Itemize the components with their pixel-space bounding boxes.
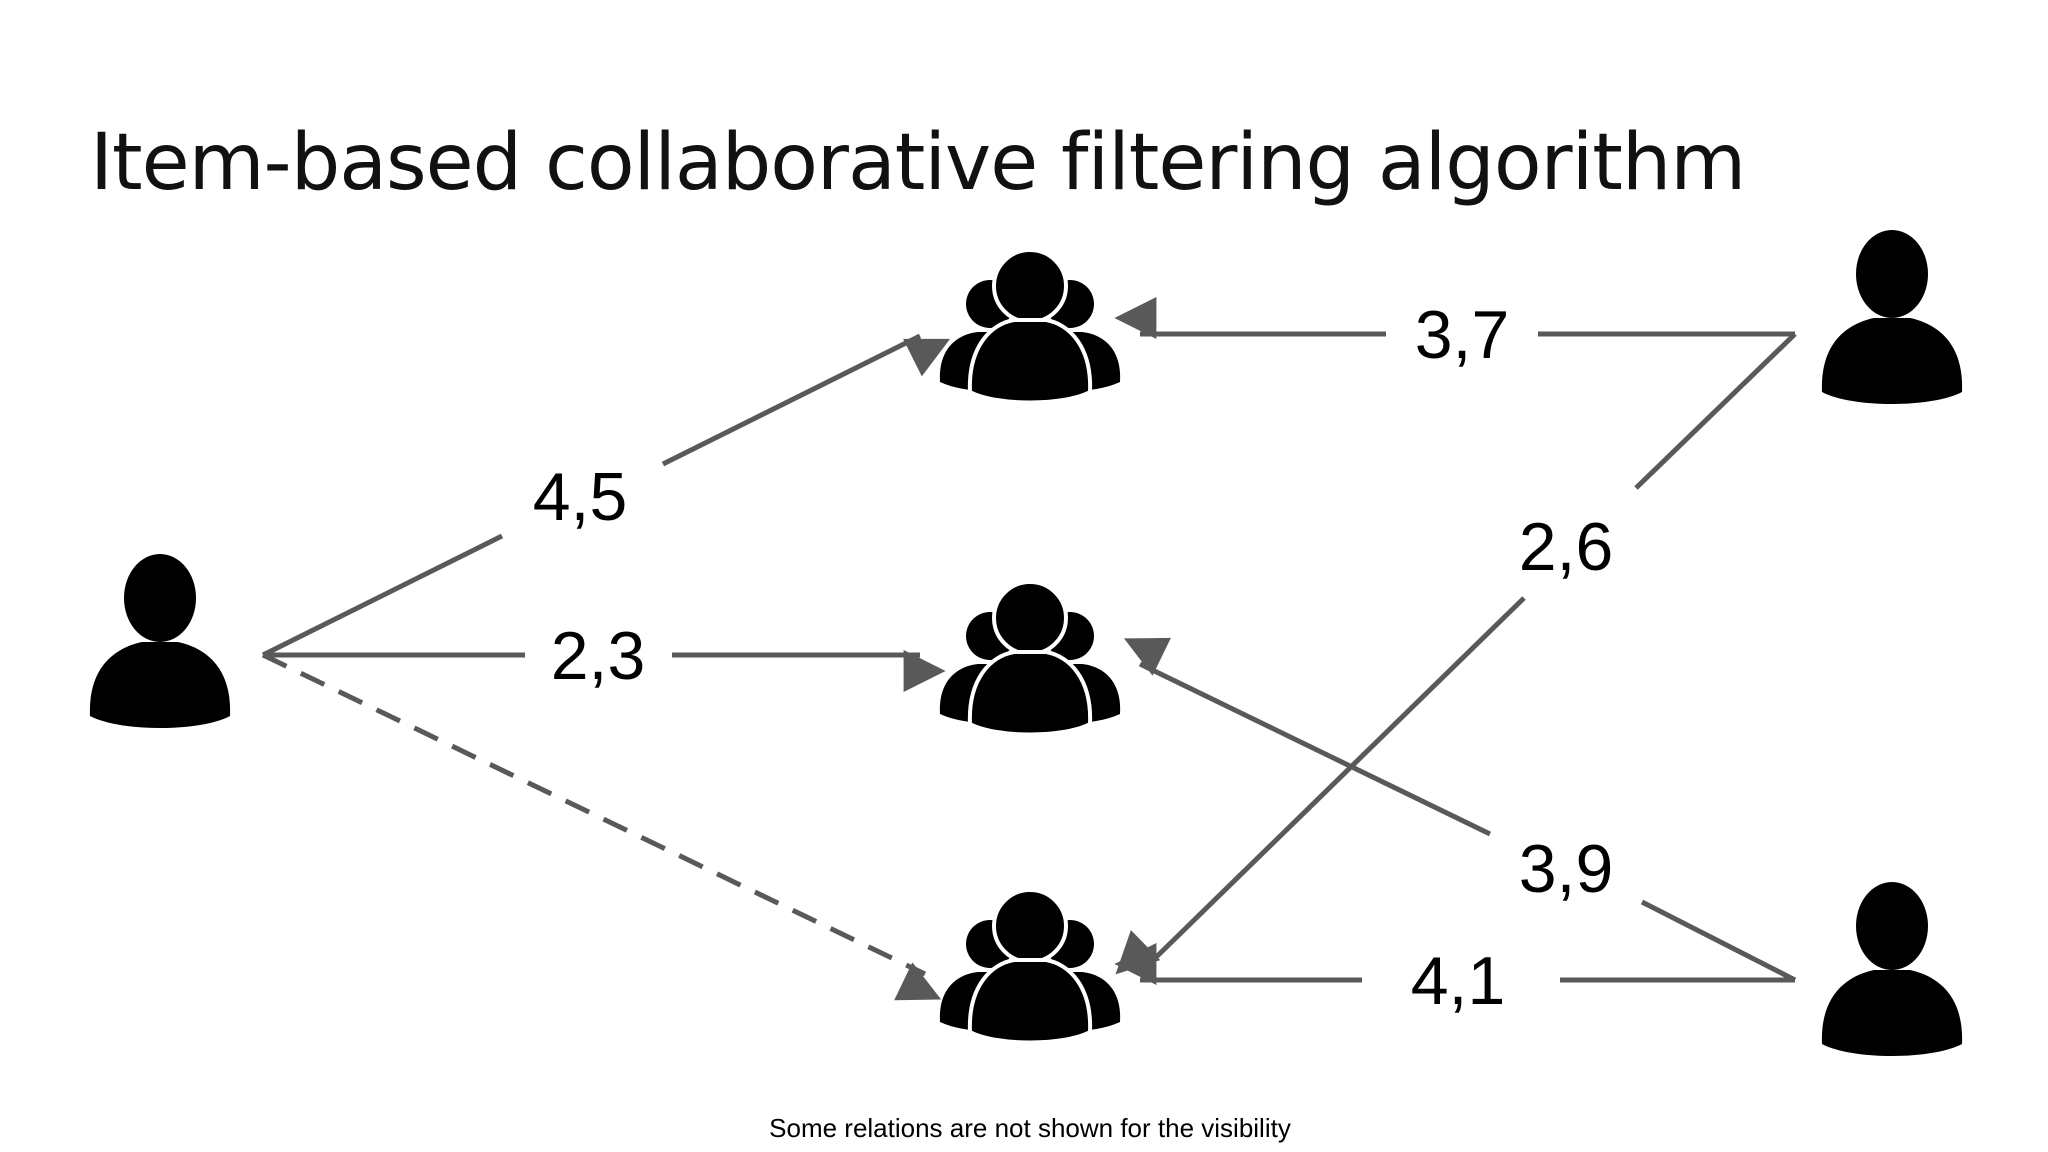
group-icon	[937, 888, 1123, 1045]
group-icon	[937, 248, 1123, 405]
edges: 4,5 2,3 3,7 2,6 3,9 4,1	[261, 297, 1797, 1019]
edge-label-bottomright-to-item-middle: 3,9	[1519, 831, 1614, 907]
edge-bottomright-to-item-middle-arrow	[1123, 637, 1492, 837]
group-icon	[937, 580, 1123, 737]
person-icon	[1821, 230, 1963, 404]
slide-title: Item-based collaborative filtering algor…	[90, 118, 1746, 208]
person-icon	[1821, 882, 1963, 1056]
edge-target-to-item-bottom	[261, 652, 942, 1001]
edge-label-topright-to-item-bottom: 2,6	[1519, 509, 1614, 585]
edge-label-bottomright-to-item-bottom: 4,1	[1411, 943, 1506, 1019]
edge-label-topright-to-item-top: 3,7	[1415, 297, 1510, 373]
footnote: Some relations are not shown for the vis…	[769, 1113, 1291, 1143]
person-icon	[89, 554, 231, 728]
edge-topright-to-item-bottom-arrow	[1115, 596, 1526, 975]
edge-label-target-to-item-top: 4,5	[533, 459, 628, 535]
edge-label-target-to-item-middle: 2,3	[551, 618, 646, 694]
edge-bottomright-to-item-middle	[1640, 899, 1797, 983]
edge-target-to-item-top	[261, 533, 504, 658]
edge-topright-to-item-bottom	[1634, 332, 1797, 490]
edge-target-to-item-top-arrow	[661, 333, 951, 467]
nodes	[89, 230, 1963, 1056]
